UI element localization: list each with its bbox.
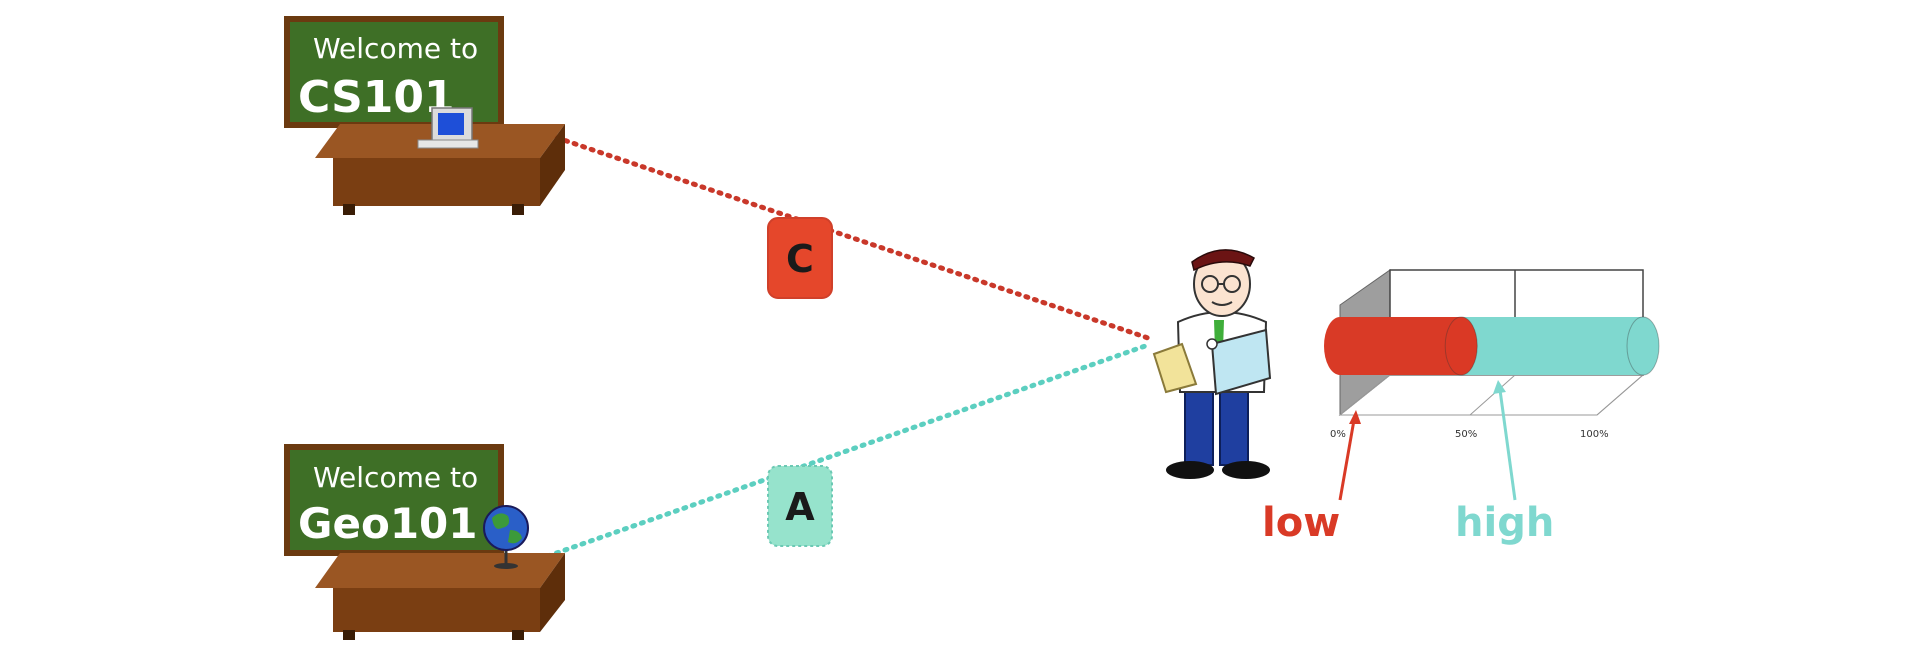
- classroom-geo101: Welcome to Geo101: [284, 444, 565, 640]
- high-arrowhead: [1493, 380, 1506, 394]
- chart-tick-label: 50%: [1455, 429, 1477, 440]
- chart-floor: [1338, 374, 1645, 416]
- low-arrowhead: [1349, 410, 1361, 424]
- chalkboard: [284, 16, 504, 128]
- person-figure: [1152, 249, 1272, 479]
- bar-cap-low: [1444, 316, 1478, 376]
- board-greeting: Welcome to: [313, 32, 478, 65]
- chart-bars: [1324, 316, 1660, 376]
- classroom-cs101: Welcome to CS101: [284, 16, 565, 215]
- chalkboard: [284, 444, 504, 556]
- grade-box-c: C: [767, 217, 833, 299]
- bar-segment-high: [1445, 317, 1659, 375]
- grade-c-label: C: [786, 237, 814, 281]
- board-course: Geo101: [298, 499, 477, 548]
- desk: [315, 553, 565, 640]
- high-arrow: [1498, 389, 1517, 501]
- chart-tick-label: 100%: [1580, 429, 1609, 440]
- bar-cap-high: [1626, 316, 1660, 376]
- globe-icon: [483, 505, 529, 569]
- board-greeting: Welcome to: [313, 461, 478, 494]
- cs-connector-line: [537, 129, 1151, 341]
- bar-segment-low: [1324, 317, 1478, 375]
- geo-connector-line: [545, 342, 1151, 559]
- low-label: low: [1262, 500, 1340, 546]
- grade-a-label: A: [785, 485, 815, 529]
- grade-box-a: A: [767, 465, 833, 547]
- computer-icon: [417, 107, 479, 149]
- board-course: CS101: [298, 72, 455, 123]
- high-label: high: [1455, 500, 1554, 546]
- bar-chart: 0% 50% 100% low high: [1262, 269, 1660, 546]
- low-arrow: [1338, 419, 1356, 501]
- chart-tick-label: 0%: [1330, 429, 1346, 440]
